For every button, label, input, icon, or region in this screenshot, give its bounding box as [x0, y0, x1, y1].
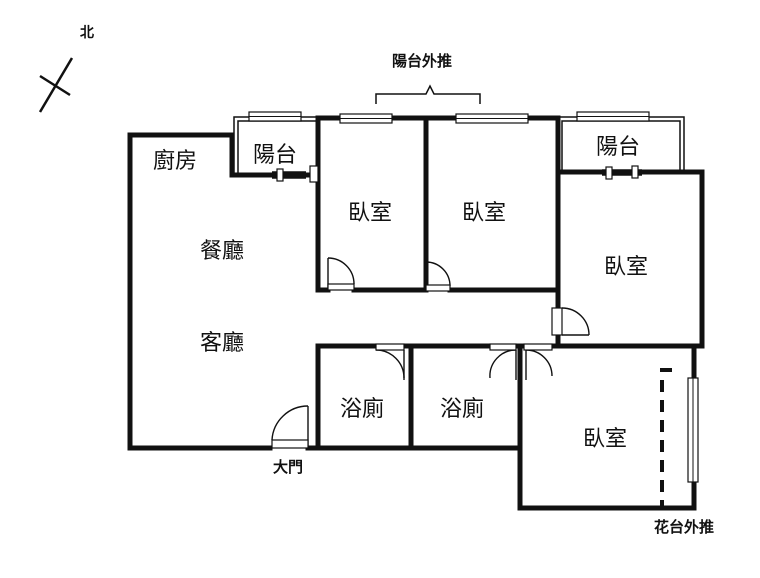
north-arrow-icon [38, 57, 74, 113]
note-main-door: 大門 [273, 458, 303, 476]
door-swings [271, 257, 590, 449]
planter-dashed-line [660, 368, 672, 508]
windows [248, 111, 699, 483]
room-label-dining: 餐廳 [200, 239, 244, 264]
room-label-bedroom-4: 臥室 [583, 427, 627, 452]
room-label-bath-2: 浴廁 [440, 397, 484, 422]
room-label-bedroom-3: 臥室 [604, 255, 648, 280]
room-label-balcony-right: 陽台 [596, 135, 640, 160]
room-label-kitchen: 廚房 [153, 149, 197, 174]
room-label-living: 客廳 [200, 331, 244, 356]
extension-bracket [375, 84, 481, 104]
room-label-balcony-left: 陽台 [253, 143, 297, 168]
room-label-bath-1: 浴廁 [340, 397, 384, 422]
room-label-bedroom-1: 臥室 [348, 201, 392, 226]
note-balcony-extension: 陽台外推 [392, 52, 452, 70]
room-label-bedroom-2: 臥室 [462, 201, 506, 226]
north-label: 北 [80, 25, 94, 41]
note-planter-extension: 花台外推 [654, 518, 714, 536]
balcony-doors [272, 165, 642, 183]
